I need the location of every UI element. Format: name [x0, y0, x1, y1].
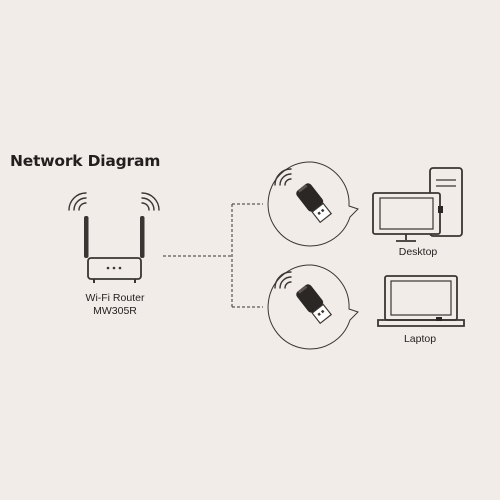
adapter-wifi-signal-icon: [274, 271, 292, 289]
laptop-label: Laptop: [403, 333, 437, 345]
adapter-wifi-signal-icon: [274, 168, 292, 186]
adapter-bubble-laptop: [267, 264, 359, 350]
router-wifi-signal-left-icon: [68, 192, 87, 211]
usb-adapter-icon: [296, 284, 333, 325]
diagram-title: Network Diagram: [10, 152, 161, 170]
desktop-computer-icon: [372, 167, 463, 242]
router-label: Wi-Fi Router MW305R: [74, 292, 156, 318]
router-icon: [84, 216, 145, 283]
usb-adapter-icon: [296, 183, 333, 224]
router-name: Wi-Fi Router: [85, 292, 145, 304]
router-model: MW305R: [93, 305, 137, 317]
connection-lines: [163, 203, 263, 308]
desktop-label: Desktop: [398, 246, 438, 258]
router-wifi-signal-right-icon: [141, 192, 160, 211]
laptop-computer-icon: [377, 275, 465, 327]
adapter-bubble-desktop: [267, 161, 359, 247]
